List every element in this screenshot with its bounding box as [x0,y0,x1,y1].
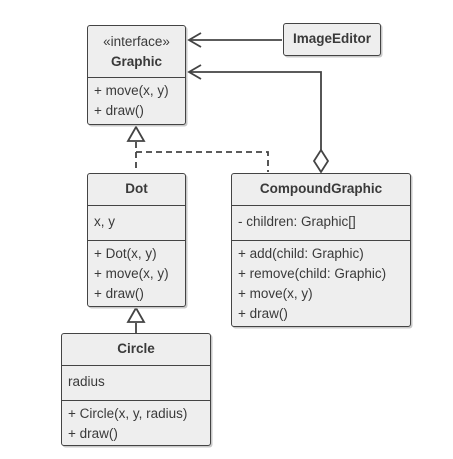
association-imageeditor-to-graphic [187,32,282,48]
class-dot-methods: + Dot(x, y) + move(x, y) + draw() [88,240,185,309]
method: + remove(child: Graphic) [238,266,387,281]
class-circle-header: Circle [62,334,210,365]
class-graphic-stereotype: «interface» [103,34,170,49]
class-dot-name: Dot [125,181,148,196]
inheritance-triangle [126,306,146,323]
field: x, y [94,214,116,229]
method: + Circle(x, y, radius) [68,406,188,421]
class-circle-name: Circle [117,341,155,356]
method: + draw() [68,426,118,441]
class-imageeditor: ImageEditor [283,23,381,56]
aggregation-compoundgraphic-to-graphic [187,64,330,174]
method: + add(child: Graphic) [238,246,364,261]
class-imageeditor-name: ImageEditor [292,31,371,46]
inheritance-circle-to-dot [126,306,146,333]
class-circle-fields: radius [62,365,210,400]
realization-triangle [126,125,146,142]
field: radius [68,374,105,389]
class-compoundgraphic-name: CompoundGraphic [259,181,383,196]
class-circle: Circle radius + Circle(x, y, radius) + d… [61,333,211,446]
class-compoundgraphic-methods: + add(child: Graphic) + remove(child: Gr… [232,240,410,329]
method: + draw() [94,286,144,301]
method: + move(x, y) [94,266,169,281]
realization-to-graphic [126,125,269,172]
method: + move(x, y) [94,83,169,98]
class-graphic-header: «interface» Graphic [88,26,185,77]
class-imageeditor-header: ImageEditor [284,24,380,54]
class-circle-methods: + Circle(x, y, radius) + draw() [62,400,210,449]
class-compoundgraphic-fields: - children: Graphic[] [232,205,410,240]
class-dot-fields: x, y [88,205,185,240]
aggregation-diamond [312,148,330,174]
method: + draw() [238,306,288,321]
class-dot-header: Dot [88,174,185,205]
class-compoundgraphic: CompoundGraphic - children: Graphic[] + … [231,173,411,327]
method: + draw() [94,103,144,118]
field: - children: Graphic[] [238,214,356,229]
class-compoundgraphic-header: CompoundGraphic [232,174,410,205]
class-graphic: «interface» Graphic + move(x, y) + draw(… [87,25,186,125]
class-graphic-name: Graphic [110,54,162,69]
method: + move(x, y) [238,286,313,301]
method: + Dot(x, y) [94,246,157,261]
class-dot: Dot x, y + Dot(x, y) + move(x, y) + draw… [87,173,186,307]
class-graphic-methods: + move(x, y) + draw() [88,77,185,126]
